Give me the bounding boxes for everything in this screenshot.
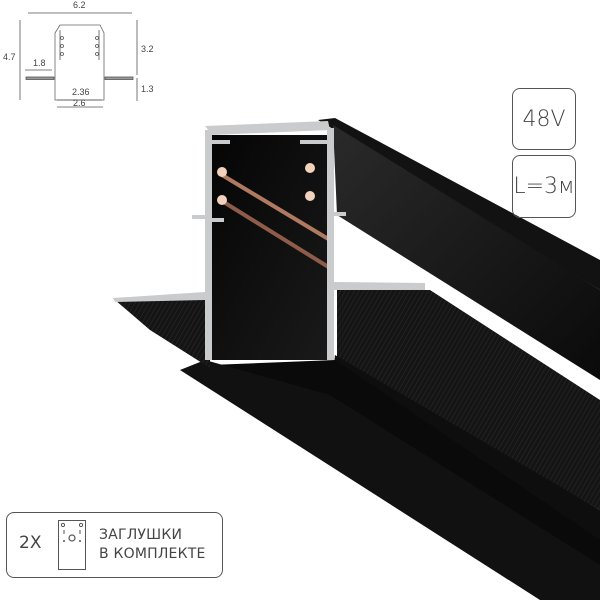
- dim-lower-height: 1.3: [141, 84, 154, 94]
- kit-contents-box: 2X ЗАГЛУШКИ В КОМПЛЕКТЕ: [6, 512, 223, 578]
- profile-cross-section-icon: [19, 12, 138, 108]
- kit-line-1: ЗАГЛУШКИ: [99, 527, 183, 543]
- voltage-badge: 48V: [512, 88, 576, 150]
- kit-description: ЗАГЛУШКИ В КОМПЛЕКТЕ: [99, 526, 206, 564]
- length-badge: L=3м: [512, 155, 576, 218]
- dimension-drawing: 6.2 4.7 1.8 3.2 1.3 2.36 2.6: [0, 0, 170, 110]
- end-cap-icon: [58, 520, 86, 570]
- dim-inner-width: 2.36: [72, 87, 90, 97]
- dim-upper-height: 3.2: [141, 44, 154, 54]
- dim-outer-width: 2.6: [73, 98, 86, 108]
- dim-total-width: 6.2: [73, 0, 86, 10]
- dim-total-height: 4.7: [3, 52, 16, 62]
- length-value: L=3м: [513, 174, 575, 199]
- kit-quantity: 2X: [19, 533, 42, 553]
- voltage-value: 48V: [522, 106, 566, 132]
- kit-line-2: В КОМПЛЕКТЕ: [99, 546, 206, 562]
- dim-flange: 1.8: [33, 58, 46, 68]
